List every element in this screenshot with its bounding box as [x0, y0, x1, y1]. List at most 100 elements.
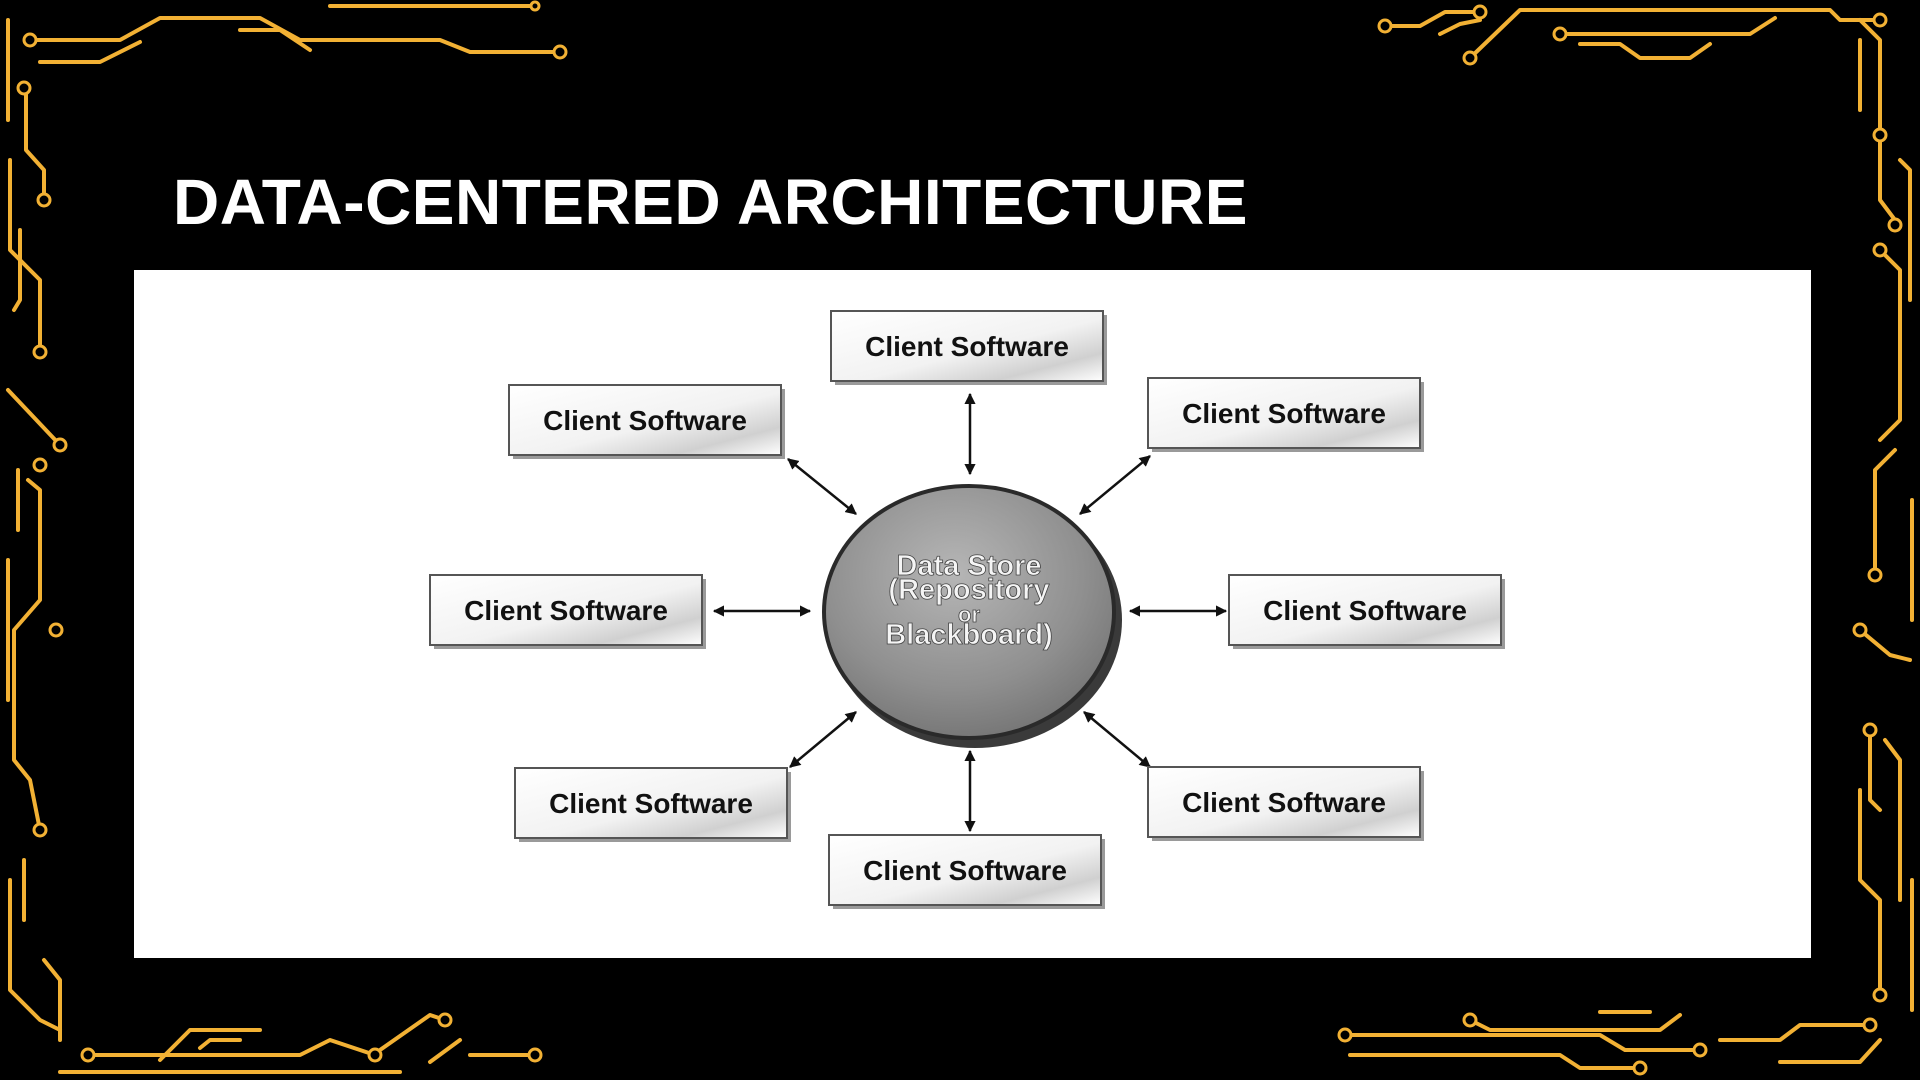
client-box-label: Client Software: [543, 405, 747, 436]
diagram-panel: Data Store (Repository or Blackboard) Cl…: [134, 270, 1811, 958]
circuit-trace: [158, 1028, 262, 1062]
connector-arrow: [789, 711, 857, 768]
client-box-rect: [429, 574, 703, 646]
client-box-rect: [1228, 574, 1502, 646]
data-store-line-4: Blackboard): [885, 619, 1053, 651]
client-box-rect: [1147, 377, 1421, 449]
connector-arrow: [1083, 711, 1151, 768]
circuit-node: [1867, 567, 1883, 583]
data-store: Data Store (Repository or Blackboard): [822, 484, 1122, 748]
client-box-top-left: Client Software: [508, 384, 785, 459]
slide-title: DATA-CENTERED ARCHITECTURE: [173, 166, 1248, 238]
architecture-diagram: Data Store (Repository or Blackboard) Cl…: [429, 310, 1505, 909]
circuit-trace: [1898, 158, 1912, 302]
circuit-node: [52, 437, 68, 453]
circuit-trace: [428, 1038, 462, 1064]
circuit-node: [1462, 1012, 1478, 1028]
circuit-node: [1462, 50, 1478, 66]
circuit-trace: [1468, 1013, 1682, 1032]
circuit-node: [32, 344, 48, 360]
client-box-right: Client Software: [1228, 574, 1505, 649]
circuit-trace: [1883, 738, 1902, 902]
circuit-trace: [38, 40, 142, 64]
circuit-trace: [1383, 10, 1482, 28]
circuit-trace: [1868, 728, 1882, 812]
circuit-trace: [28, 16, 562, 54]
circuit-node: [1472, 4, 1488, 20]
circuit-trace: [12, 478, 42, 832]
client-box-label: Client Software: [863, 855, 1067, 886]
circuit-node: [80, 1047, 96, 1063]
data-store-circle: [822, 484, 1116, 740]
circuit-trace: [42, 958, 62, 1042]
circuit-trace: [8, 878, 62, 1032]
circuit-trace: [8, 158, 42, 352]
circuit-trace: [1348, 1053, 1642, 1070]
client-box-top: Client Software: [830, 310, 1107, 385]
circuit-trace: [6, 388, 62, 447]
circuit-trace: [1468, 8, 1882, 60]
circuit-trace: [1858, 628, 1912, 662]
circuit-node: [527, 1047, 543, 1063]
circuit-node: [1552, 26, 1568, 42]
client-box-bottom-right: Client Software: [1147, 766, 1424, 841]
circuit-node: [552, 44, 568, 60]
circuit-node: [1872, 987, 1888, 1003]
circuit-node: [1337, 1027, 1353, 1043]
connector-arrow: [787, 458, 857, 515]
circuit-node: [1872, 127, 1888, 143]
circuit-node: [1377, 18, 1393, 34]
circuit-node: [1862, 722, 1878, 738]
data-store-line-3: or: [958, 602, 980, 627]
circuit-trace: [378, 1013, 447, 1052]
circuit-trace: [238, 28, 312, 52]
circuit-node: [16, 80, 32, 96]
client-box-rect: [828, 834, 1102, 906]
circuit-trace: [1858, 788, 1882, 992]
client-box-rect: [1147, 766, 1421, 838]
client-box-rect: [514, 767, 788, 839]
circuit-node: [367, 1047, 383, 1063]
circuit-node: [1872, 12, 1888, 28]
client-box-label: Client Software: [464, 595, 668, 626]
client-box-label: Client Software: [1182, 398, 1386, 429]
circuit-trace: [198, 1038, 242, 1050]
client-box-label: Client Software: [1182, 787, 1386, 818]
data-store-line-1: Data Store: [896, 550, 1041, 582]
circuit-trace: [1878, 138, 1897, 222]
connector-arrow: [1079, 455, 1151, 515]
client-box-label: Client Software: [549, 788, 753, 819]
client-box-label: Client Software: [1263, 595, 1467, 626]
circuit-node: [1852, 622, 1868, 638]
circuit-trace: [86, 1038, 377, 1057]
client-box-rect: [830, 310, 1104, 382]
circuit-trace: [1878, 248, 1902, 442]
client-box-rect: [508, 384, 782, 456]
circuit-node: [32, 822, 48, 838]
circuit-node: [1862, 1017, 1878, 1033]
circuit-trace: [1718, 1023, 1872, 1042]
circuit-node: [1692, 1042, 1708, 1058]
circuit-node: [22, 32, 38, 48]
circuit-trace: [1578, 42, 1712, 60]
circuit-trace: [24, 88, 46, 202]
circuit-trace: [1858, 18, 1882, 132]
circuit-node: [48, 622, 64, 638]
circuit-trace: [12, 228, 22, 312]
circuit-node: [1887, 217, 1903, 233]
circuit-node: [529, 0, 541, 12]
circuit-trace: [1343, 1033, 1702, 1052]
client-box-left: Client Software: [429, 574, 706, 649]
circuit-node: [437, 1012, 453, 1028]
circuit-node: [32, 457, 48, 473]
client-box-bottom-left: Client Software: [514, 767, 791, 842]
circuit-node: [36, 192, 52, 208]
client-box-top-right: Client Software: [1147, 377, 1424, 452]
client-box-bottom: Client Software: [828, 834, 1105, 909]
circuit-trace: [1873, 448, 1897, 572]
circuit-trace: [1438, 18, 1482, 36]
circuit-node: [1632, 1060, 1648, 1076]
data-store-line-2: (Repository: [888, 574, 1049, 606]
client-box-label: Client Software: [865, 331, 1069, 362]
